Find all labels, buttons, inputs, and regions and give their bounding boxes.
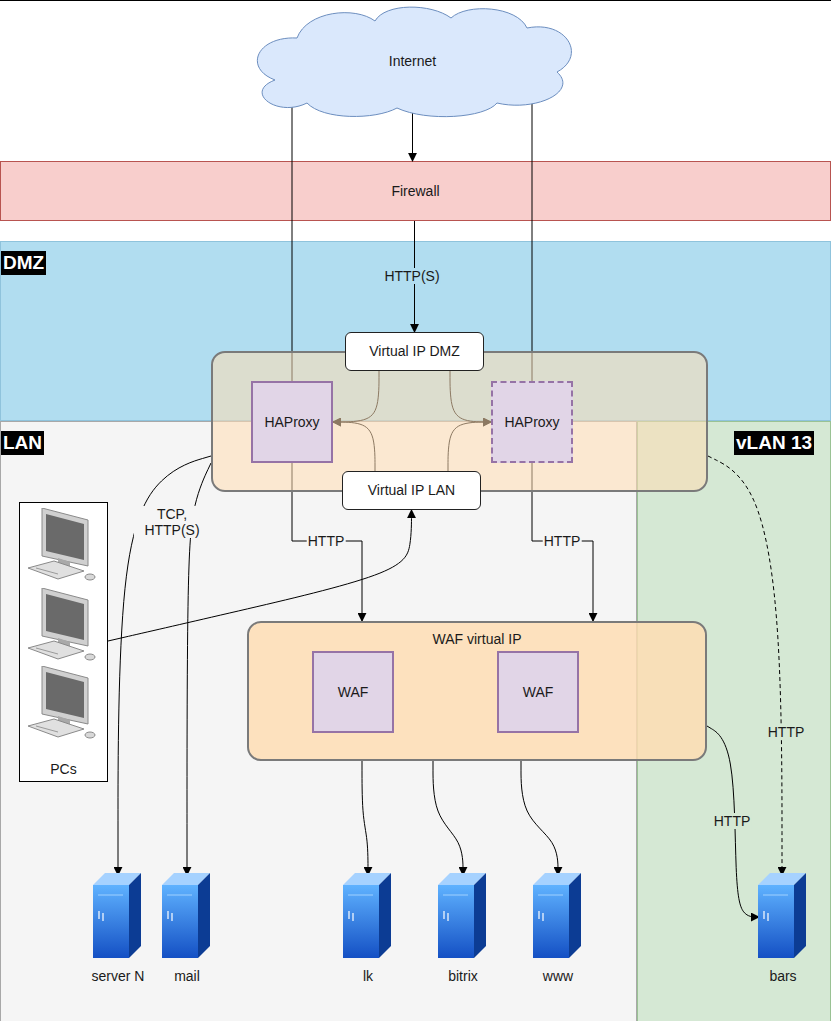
pc-icon [28, 666, 95, 738]
connector [521, 761, 558, 875]
proxy-box: HAProxy [491, 381, 573, 463]
zone-heading: DMZ [1, 251, 46, 275]
pc-icon [28, 588, 95, 660]
connector [187, 463, 211, 875]
vip-box: Virtual IP LAN [342, 471, 481, 510]
server-icon [533, 873, 581, 958]
connector [707, 726, 759, 917]
band-label: Firewall [391, 183, 439, 200]
server-icon [758, 873, 806, 958]
zone-heading: LAN [1, 431, 44, 455]
server-label: bitrix [448, 968, 478, 985]
group-label: WAF virtual IP [433, 631, 522, 648]
connector [292, 93, 293, 381]
server-node: lk [333, 875, 403, 985]
server-icon [93, 873, 141, 958]
proxy-label: HAProxy [504, 414, 559, 431]
proxy-box: HAProxy [251, 381, 333, 463]
waf-group: WAF virtual IP WAF WAF [247, 621, 707, 761]
waf-label: WAF [523, 684, 554, 701]
connector [412, 112, 413, 161]
edge-label: HTTP(S) [383, 268, 440, 284]
server-icon [438, 873, 486, 958]
proxy-label: HAProxy [264, 414, 319, 431]
edge-label: HTTP [307, 533, 346, 549]
vip-label: Virtual IP DMZ [369, 343, 460, 360]
edge-label: HTTP [713, 813, 752, 829]
server-node: bars [748, 875, 818, 985]
server-icon [343, 873, 391, 958]
vip-box: Virtual IP DMZ [345, 332, 484, 371]
waf-box: WAF [497, 651, 579, 733]
edge-label: HTTP [767, 724, 806, 740]
server-node: www [523, 875, 593, 985]
server-label: server N [92, 968, 145, 985]
pc-group: PCs [19, 502, 108, 782]
server-node: bitrix [428, 875, 498, 985]
waf-box: WAF [312, 651, 394, 733]
connector [433, 761, 463, 875]
pc-icon [28, 508, 95, 580]
vip-label: Virtual IP LAN [368, 482, 455, 499]
server-label: lk [363, 968, 373, 985]
server-node: server N [83, 875, 153, 985]
group-label: PCs [50, 761, 76, 778]
waf-label: WAF [338, 684, 369, 701]
cloud-label: Internet [389, 53, 436, 70]
connector [414, 221, 415, 332]
cluster-group: Virtual IP DMZHAProxyHAProxyVirtual IP L… [211, 351, 708, 492]
server-node: mail [152, 875, 222, 985]
cloud-outline [257, 7, 571, 117]
firewall-band: Firewall [0, 161, 831, 221]
server-icon [162, 873, 210, 958]
edge-label: HTTP [543, 533, 582, 549]
zone-heading: vLAN 13 [734, 431, 814, 455]
connector [362, 761, 368, 875]
edge-label: TCP, HTTP(S) [134, 506, 210, 538]
connector [118, 456, 211, 875]
server-label: mail [174, 968, 200, 985]
connector [708, 456, 782, 875]
connector [532, 94, 533, 381]
cloud-node: Internet [235, 6, 590, 116]
server-label: www [543, 968, 573, 985]
server-label: bars [769, 968, 796, 985]
